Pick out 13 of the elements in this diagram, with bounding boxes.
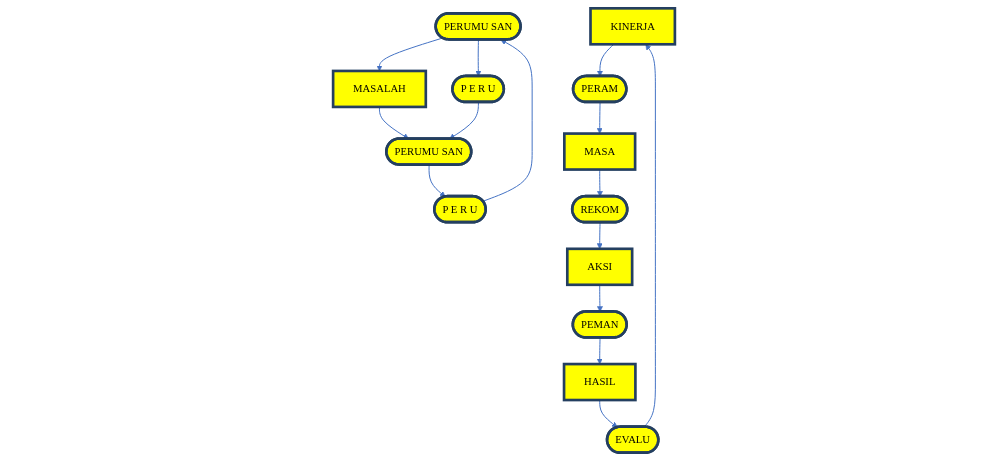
node-box: HASIL [562,362,637,401]
arrow [596,101,603,134]
arrow [598,399,617,428]
arrow [376,37,443,71]
node-box: MASALAH [331,69,427,108]
arrow [448,101,479,139]
arrow [596,221,603,249]
arrow [596,336,603,364]
node-box: KINERJA [588,6,676,46]
node-box: AKSI [565,247,633,286]
arrow [482,38,533,202]
node-box: MASA [562,131,636,171]
arrow [643,43,656,427]
